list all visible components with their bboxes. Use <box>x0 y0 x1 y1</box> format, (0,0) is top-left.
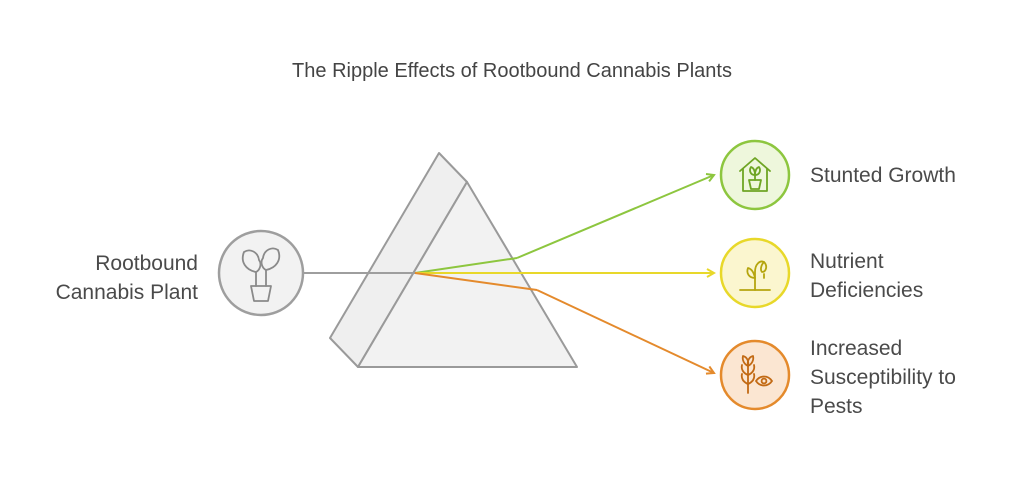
outcome-3-line-3: Pests <box>810 395 863 418</box>
outcome-2-line-2: Deficiencies <box>810 279 924 302</box>
outcome-2-line-1: Nutrient <box>810 250 884 273</box>
diagram-title: The Ripple Effects of Rootbound Cannabis… <box>292 60 732 82</box>
output-ray-orange <box>536 289 714 373</box>
source-label-line-2: Cannabis Plant <box>55 281 198 304</box>
prism-front-face <box>357 181 578 368</box>
outcome-node-nutrient-deficiencies <box>719 237 791 309</box>
output-ray-green <box>516 175 714 259</box>
greenhouse-plant-icon <box>739 157 771 192</box>
source-node <box>217 229 305 317</box>
wheat-eye-icon <box>740 355 773 394</box>
outcome-node-stunted-growth <box>719 139 791 211</box>
inner-ray-green <box>414 257 518 274</box>
outcome-3-line-2: Susceptibility to <box>810 366 956 389</box>
source-label-line-1: Rootbound <box>95 252 198 275</box>
outcome-3-line-1: Increased <box>810 337 903 360</box>
inner-ray-orange <box>414 272 538 291</box>
outcome-label-stunted-growth: Stunted Growth <box>810 161 956 190</box>
prism <box>329 152 578 368</box>
wilting-plant-icon <box>739 260 771 291</box>
outcome-label-pest-susceptibility: Increased Susceptibility to Pests <box>810 334 956 421</box>
outcome-1-line-1: Stunted Growth <box>810 164 956 187</box>
outcome-node-pest-susceptibility <box>719 339 791 411</box>
potted-plant-icon <box>241 247 281 302</box>
source-label: Rootbound Cannabis Plant <box>56 249 198 307</box>
outcome-label-nutrient-deficiencies: Nutrient Deficiencies <box>810 247 923 305</box>
